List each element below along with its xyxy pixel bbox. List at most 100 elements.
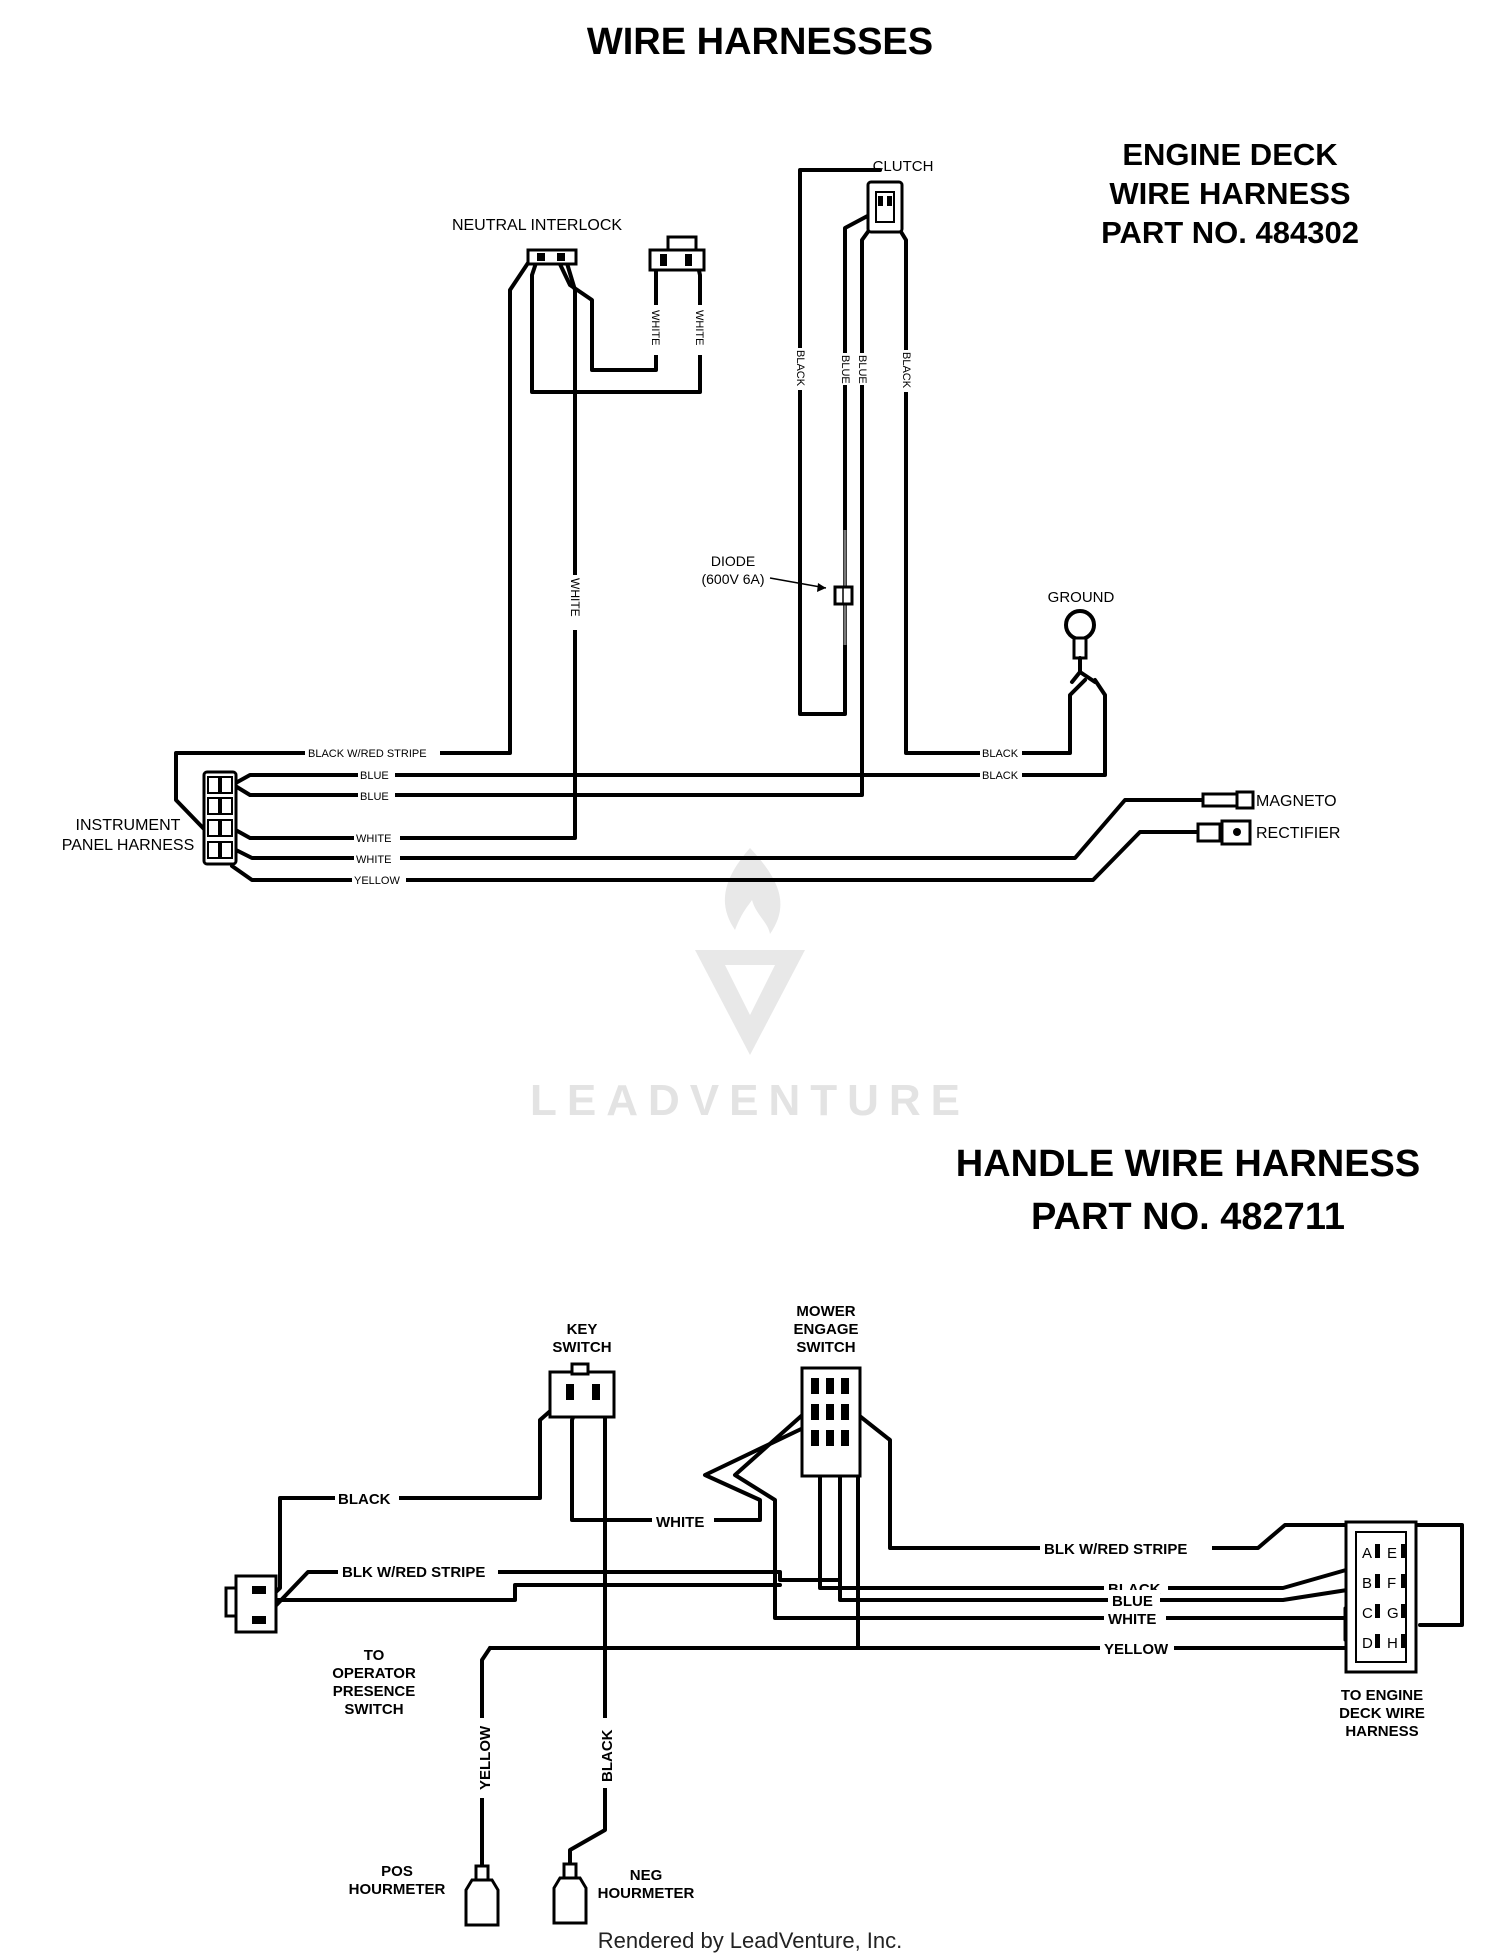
black-w-red-stripe-wire <box>174 258 532 832</box>
wire-label-white-right: WHITE <box>1108 1611 1156 1628</box>
diode-leader-arrow-icon <box>817 583 826 592</box>
yellow-down-wire <box>480 1646 492 1870</box>
connector-pin-f: F <box>1387 1575 1396 1592</box>
connector-pin-c: C <box>1362 1605 1373 1622</box>
pos-hourmeter-terminal <box>464 1864 500 1927</box>
diode-leader-line <box>769 577 827 589</box>
wire-label-black-vertical: BLACK <box>599 1729 616 1782</box>
wire-label-black: BLACK <box>338 1491 391 1508</box>
operator-presence-label-line-4: SWITCH <box>344 1701 403 1718</box>
watermark-v-logo-icon <box>695 950 805 1055</box>
mower-engage-label-line-2: ENGAGE <box>793 1321 858 1338</box>
wire-label-yellow-right: YELLOW <box>1104 1641 1169 1658</box>
magneto-label: MAGNETO <box>1256 793 1337 810</box>
connector-pin-b: B <box>1362 1575 1372 1592</box>
magneto-terminal <box>1201 790 1255 810</box>
handle-harness-title: HANDLE WIRE HARNESS PART NO. 482711 <box>956 1143 1420 1238</box>
blk-w-red-right-wire <box>850 1408 1464 1627</box>
magneto-white-wire <box>230 798 1212 860</box>
wire-label-yellow: YELLOW <box>354 875 400 887</box>
rectifier-label: RECTIFIER <box>1256 825 1340 842</box>
wire-label-blue-left: BLUE <box>839 355 851 384</box>
engine-harness-wires <box>174 168 1212 882</box>
neutral-interlock-connector <box>526 248 578 266</box>
pos-hourmeter-label-line-2: HOURMETER <box>349 1881 446 1898</box>
handle-harness-title-line-2: PART NO. 482711 <box>1031 1196 1345 1238</box>
wire-label-white-b: WHITE <box>693 310 705 345</box>
neutral-interlock-label: NEUTRAL INTERLOCK <box>452 217 622 234</box>
engine-harness-wire-labels: WHITE WHITE WHITE BLACK BLUE BLUE BLACK … <box>305 305 1022 888</box>
instrument-panel-connector <box>202 770 238 866</box>
clutch-blue-wire <box>230 220 877 797</box>
footer-credit: Rendered by LeadVenture, Inc. <box>598 1928 903 1953</box>
mower-engage-label-line-1: MOWER <box>796 1303 855 1320</box>
engine-harness-components: NEUTRAL INTERLOCK CLUTCH DIODE (600V 6A)… <box>62 158 1340 866</box>
page-title: WIRE HARNESSES <box>587 21 933 63</box>
wire-label-black-ground: BLACK <box>982 748 1019 760</box>
rectifier-terminal <box>1196 819 1252 846</box>
wire-label-blue-1: BLUE <box>360 770 389 782</box>
key-white-wire <box>570 1390 822 1522</box>
operator-presence-label-line-2: OPERATOR <box>332 1665 416 1682</box>
clutch-connector <box>866 180 904 234</box>
ground-label: GROUND <box>1048 589 1115 606</box>
rectifier-yellow-wire <box>230 830 1210 882</box>
wire-label-blue-right: BLUE <box>856 355 868 384</box>
wire-label-blue-right: BLUE <box>1112 1593 1153 1610</box>
wire-label-black-left: BLACK <box>794 350 806 387</box>
connector-pin-a: A <box>1362 1545 1372 1562</box>
handle-harness-components: KEY SWITCH MOWER ENGAGE SWITCH TO OPERAT… <box>224 1303 1425 1927</box>
blk-w-red-operator-wire <box>243 1583 782 1602</box>
ground-ring-terminal <box>1064 609 1097 684</box>
neg-hourmeter-label-line-2: HOURMETER <box>598 1885 695 1902</box>
mower-engage-label-line-3: SWITCH <box>796 1339 855 1356</box>
key-switch <box>548 1362 616 1419</box>
pos-hourmeter-label-line-1: POS <box>381 1863 413 1880</box>
engine-deck-connector: A B C D E F G H <box>1344 1520 1418 1674</box>
connector-pin-d: D <box>1362 1635 1373 1652</box>
wire-label-black-right: BLACK <box>900 352 912 389</box>
neg-hourmeter-terminal <box>552 1862 588 1925</box>
neg-hourmeter-label-line-1: NEG <box>630 1867 663 1884</box>
wire-label-white: WHITE <box>656 1514 704 1531</box>
blk-w-red-stripe-wire <box>260 1408 842 1622</box>
operator-presence-label-line-1: TO <box>364 1647 385 1664</box>
to-engine-label-line-3: HARNESS <box>1345 1723 1418 1740</box>
wire-label-white-2: WHITE <box>356 854 391 866</box>
handle-harness-wire-labels: BLACK BLK W/RED STRIPE WHITE YELLOW BLAC… <box>335 1488 1212 1798</box>
key-black-vertical-wire <box>568 1390 607 1867</box>
engine-harness-title: ENGINE DECK WIRE HARNESS PART NO. 484302 <box>1101 137 1359 250</box>
wire-label-black-w-red-stripe: BLACK W/RED STRIPE <box>308 748 427 760</box>
to-engine-label-line-2: DECK WIRE <box>1339 1705 1425 1722</box>
handle-harness-title-line-1: HANDLE WIRE HARNESS <box>956 1143 1420 1185</box>
engine-harness-title-line-3: PART NO. 484302 <box>1101 215 1359 250</box>
ground-black-wire <box>230 678 1107 787</box>
white-long-wire <box>230 258 577 840</box>
wire-label-white-1: WHITE <box>356 833 391 845</box>
wire-label-blk-w-red-stripe-right: BLK W/RED STRIPE <box>1044 1541 1187 1558</box>
operator-presence-connector <box>224 1574 278 1634</box>
clutch-black-right-wire <box>893 220 1087 755</box>
leadventure-watermark: LEADVENTURE <box>530 848 970 1125</box>
key-switch-label-line-1: KEY <box>567 1321 598 1338</box>
diode-component <box>833 585 854 606</box>
clutch-black-left-wire <box>798 168 882 716</box>
wire-label-blue-2: BLUE <box>360 791 389 803</box>
diode-label-line-1: DIODE <box>711 553 755 569</box>
key-switch-label-line-2: SWITCH <box>552 1339 611 1356</box>
connector-pin-h: H <box>1387 1635 1398 1652</box>
to-engine-label-line-1: TO ENGINE <box>1341 1687 1423 1704</box>
clutch-label: CLUTCH <box>873 158 934 175</box>
watermark-flame-icon <box>724 848 781 934</box>
instrument-panel-label-line-1: INSTRUMENT <box>76 817 181 834</box>
engine-harness-title-line-2: WIRE HARNESS <box>1109 176 1350 211</box>
wire-label-white-long: WHITE <box>568 578 582 617</box>
engine-harness-title-line-1: ENGINE DECK <box>1122 137 1338 172</box>
wire-label-white-a: WHITE <box>649 310 661 345</box>
connector-pin-e: E <box>1387 1545 1397 1562</box>
watermark-text: LEADVENTURE <box>530 1076 970 1125</box>
instrument-panel-label-line-2: PANEL HARNESS <box>62 837 194 854</box>
diode-label-line-2: (600V 6A) <box>701 571 764 587</box>
mower-engage-switch <box>800 1366 862 1478</box>
